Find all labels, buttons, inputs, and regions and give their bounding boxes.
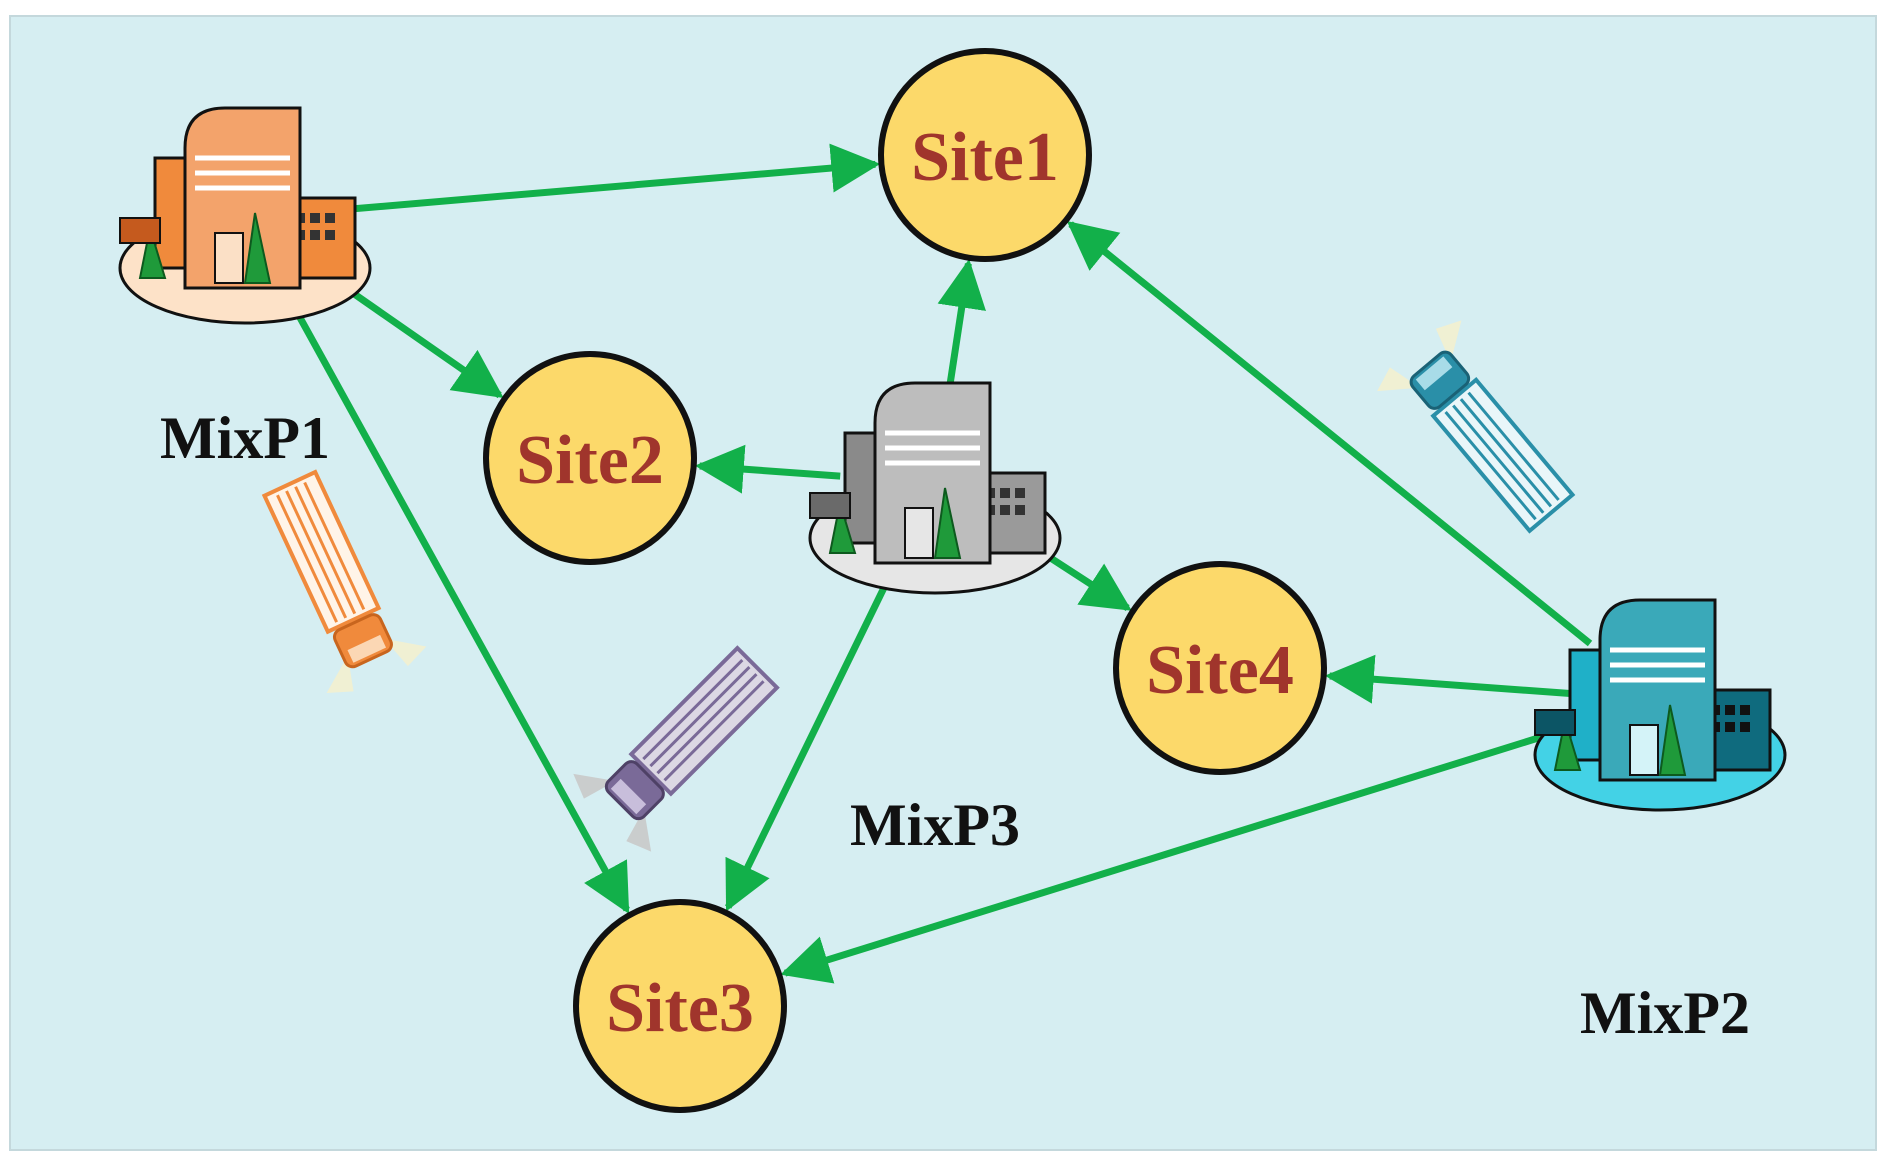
mixp2-label: MixP2: [1580, 980, 1750, 1046]
site4-label: Site4: [1146, 632, 1294, 709]
edge-mixp2-to-site1: [1066, 221, 1593, 647]
edge-mixp1-to-site1: [334, 143, 881, 214]
mixp1-label: MixP1: [160, 405, 330, 471]
edge-mixp2-to-site4: [1324, 654, 1571, 704]
site1-circle: [878, 48, 1092, 262]
mixp1-building-icon: [118, 106, 372, 325]
site1-label: Site1: [911, 119, 1059, 196]
edge-mixp3-to-site1: [937, 258, 986, 390]
site3-node: Site3: [573, 899, 787, 1113]
mixp3-building-icon: [808, 381, 1062, 595]
mixp2-building-icon: [1533, 598, 1787, 812]
site3-label: Site3: [606, 970, 754, 1047]
truck-orange-icon: [261, 469, 427, 693]
site2-node: Site2: [483, 351, 697, 565]
site4-circle: [1113, 561, 1327, 775]
edge-mixp3-to-site3: [725, 566, 897, 912]
site2-circle: [483, 351, 697, 565]
edge-mixp1-to-site3: [285, 295, 630, 914]
edge-mixp3-to-site2: [694, 444, 841, 494]
truck-teal-icon: [1377, 320, 1576, 534]
site2-label: Site2: [516, 422, 664, 499]
edge-layer: [285, 143, 1593, 984]
mixp3-label: MixP3: [850, 792, 1020, 858]
site1-node: Site1: [878, 48, 1092, 262]
site4-node: Site4: [1113, 561, 1327, 775]
site3-circle: [573, 899, 787, 1113]
edge-mixp2-to-site3: [780, 723, 1576, 984]
truck-purple-icon: [573, 645, 780, 852]
